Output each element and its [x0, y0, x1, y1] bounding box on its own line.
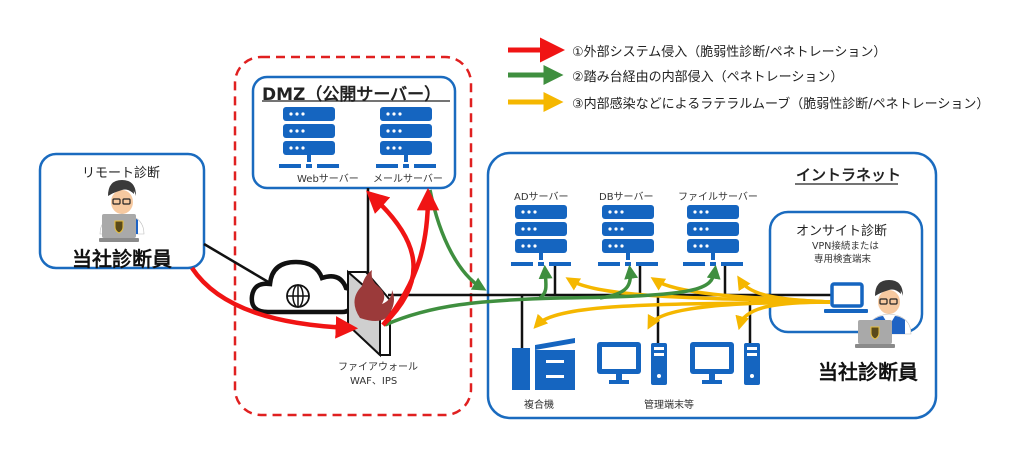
remote-staff-label: 当社診断員 [72, 247, 172, 271]
file-server-label: ファイルサーバー [678, 192, 758, 203]
onsite-subtitle-2: 専用検査端末 [814, 254, 872, 265]
multifunction-printer-icon [512, 338, 575, 390]
onsite-staff-label: 当社診断員 [818, 360, 918, 384]
db-server-label: DBサーバー [599, 192, 654, 203]
remote-laptop-icon [98, 213, 140, 243]
ad-server-label: ADサーバー [514, 192, 569, 203]
terminals-label: 管理端末等 [644, 400, 694, 411]
onsite-laptop-icon [824, 282, 868, 313]
web-server-label: Webサーバー [297, 174, 359, 185]
remote-title: リモート診断 [82, 166, 161, 181]
firewall-icon [347, 269, 394, 358]
onsite-subtitle-1: VPN接続または [812, 241, 879, 252]
mail-server-label: メールサーバー [373, 174, 443, 185]
external-intrusion-arrows [190, 187, 440, 339]
legend [508, 37, 565, 112]
onsite-staff-laptop-icon [854, 319, 896, 349]
tower-icon-1 [651, 343, 667, 385]
onsite-title: オンサイト診断 [796, 224, 888, 239]
intranet-title: イントラネット [796, 166, 902, 184]
dmz-zone [233, 55, 473, 417]
tower-icon-2 [744, 343, 760, 385]
pivot-intrusion-arrows [384, 189, 721, 327]
legend-label-pivot: ②踏み台経由の内部侵入（ペネトレーション） [572, 70, 844, 85]
dmz-title: DMZ（公開サーバー） [262, 85, 442, 105]
internet-cloud-icon [249, 259, 357, 315]
legend-label-lateral: ③内部感染などによるラテラルムーブ（脆弱性診断/ペネトレーション） [572, 97, 990, 112]
lateral-move-arrows [533, 275, 831, 331]
legend-label-external: ①外部システム侵入（脆弱性診断/ペネトレーション） [572, 45, 887, 60]
firewall-label-line1: ファイアウォール [338, 362, 418, 373]
firewall-label-line2: WAF、IPS [350, 376, 398, 387]
mfp-label: 複合機 [524, 400, 554, 411]
